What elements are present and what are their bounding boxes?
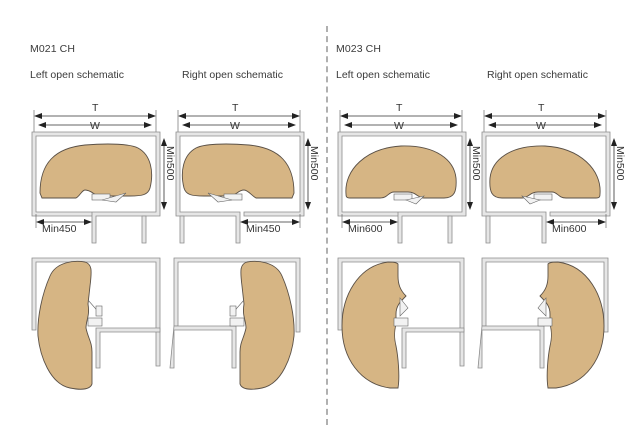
diagram-m021-left-top: T W Min500 Min450	[31, 102, 176, 244]
cabinet-leg	[485, 215, 491, 244]
cabinet-leg	[447, 215, 453, 244]
lemans-shelf	[239, 260, 295, 390]
dim-label-opening: Min600	[348, 223, 383, 235]
dim-label-t: T	[92, 102, 99, 114]
cabinet-frame	[337, 131, 467, 244]
caption-left-open-m023: Left open schematic	[336, 69, 430, 81]
dim-label-depth: Min500	[470, 146, 482, 181]
cabinet-frame	[337, 257, 465, 367]
section-divider	[326, 26, 328, 425]
diagram-m023-left-top: T W Min500 Min600	[337, 102, 482, 244]
dim-label-t: T	[538, 102, 545, 114]
cabinet-frame	[31, 131, 161, 244]
pivot	[95, 305, 103, 317]
caption-right-open-m023: Right open schematic	[487, 69, 588, 81]
cabinet-leg	[141, 215, 147, 244]
diagram-m023-left-open	[337, 257, 465, 389]
lemans-shelf	[37, 260, 93, 390]
swing-arm	[404, 195, 425, 205]
mount-bracket	[537, 317, 553, 327]
mount-bracket	[393, 317, 409, 327]
mount-bracket	[229, 317, 245, 327]
lemans-shelf	[341, 261, 407, 389]
swing-arm	[399, 297, 409, 317]
swing-arm	[207, 192, 233, 203]
model-label-m021: M021 CH	[30, 43, 76, 55]
dim-label-t: T	[232, 102, 239, 114]
cabinet-divider	[169, 325, 237, 369]
pivot	[229, 305, 237, 317]
dim-label-depth: Min500	[308, 146, 320, 181]
dim-label-w: W	[536, 120, 546, 132]
mount-bracket	[91, 193, 111, 201]
diagram-m021-right-top: T W Min500 Min450	[175, 102, 320, 244]
lemans-shelf	[345, 145, 457, 199]
diagram-m023-right-top: T W Min500 Min600	[481, 102, 626, 244]
cabinet-divider	[401, 327, 465, 369]
diagram-m023-right-open	[477, 257, 609, 389]
dim-label-w: W	[230, 120, 240, 132]
mount-bracket	[393, 193, 413, 201]
dim-label-opening: Min600	[552, 223, 587, 235]
dim-label-depth: Min500	[614, 146, 626, 181]
lemans-shelf	[181, 143, 295, 199]
dim-label-opening: Min450	[42, 223, 77, 235]
cabinet-frame	[481, 131, 611, 244]
diagram-m021-left-open	[31, 257, 161, 390]
lemans-shelf	[39, 143, 153, 199]
mount-bracket	[223, 193, 243, 201]
mount-bracket	[87, 317, 103, 327]
cabinet-frame	[175, 131, 305, 244]
lemans-shelf	[539, 261, 605, 389]
cabinet-leg	[179, 215, 185, 244]
dim-label-depth: Min500	[164, 146, 176, 181]
diagram-m021-right-open	[169, 257, 301, 390]
caption-left-open-m021: Left open schematic	[30, 69, 124, 81]
cabinet-frame	[31, 257, 161, 367]
swing-arm	[521, 195, 542, 205]
dim-label-opening: Min450	[246, 223, 281, 235]
dim-label-w: W	[394, 120, 404, 132]
caption-right-open-m021: Right open schematic	[182, 69, 283, 81]
cabinet-divider	[477, 325, 545, 369]
model-label-m023: M023 CH	[336, 43, 382, 55]
dim-label-w: W	[90, 120, 100, 132]
cabinet-divider	[95, 327, 161, 369]
swing-arm	[101, 192, 127, 203]
mount-bracket	[533, 193, 553, 201]
lemans-shelf	[489, 145, 601, 199]
dim-label-t: T	[396, 102, 403, 114]
swing-arm	[537, 297, 547, 317]
